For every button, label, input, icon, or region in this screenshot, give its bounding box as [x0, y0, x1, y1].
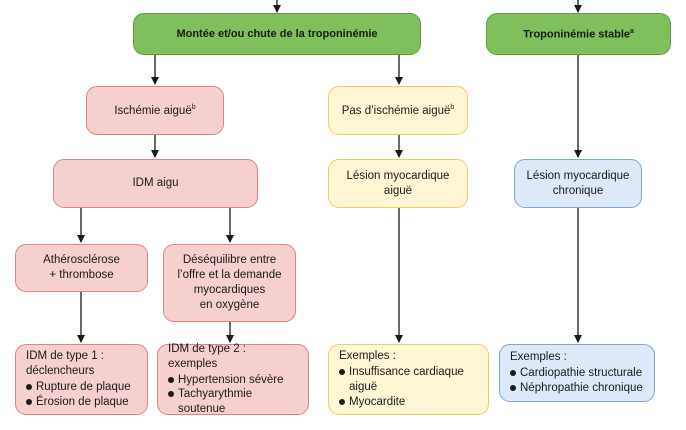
list-item: Rupture de plaque: [26, 380, 131, 395]
box-acute-mi: IDM aigu: [53, 159, 258, 208]
chronic-examples-list: Cardiopathie structurale Néphropathie ch…: [510, 366, 643, 396]
type2-heading-line1: IDM de type 2 : exemples: [168, 342, 246, 370]
box-no-acute-ischemia: Pas d’ischémie aiguëb: [328, 86, 468, 135]
label-idm-acute: IDM aigu: [132, 177, 179, 190]
type2-list: Hypertension sévère Tachyarythmie souten…: [168, 373, 298, 418]
list-item: Érosion de plaque: [26, 395, 131, 410]
list-item: Myocardite: [339, 395, 478, 410]
label-ischemia: Ischémie aiguëb: [114, 103, 195, 119]
type2-heading: IDM de type 2 : exemples: [168, 342, 298, 372]
label-athero-line2: + thrombose: [49, 269, 114, 281]
list-item: Tachyarythmie soutenue: [168, 387, 298, 417]
acute-examples-list: Insuffisance cardiaque aiguë Myocardite: [339, 365, 478, 410]
type1-list: Rupture de plaque Érosion de plaque: [26, 380, 131, 410]
label-rise-fall: Montée et/ou chute de la troponinémie: [176, 27, 378, 40]
label-chronic-injury-line2: chronique: [552, 184, 604, 197]
box-type1-mi-triggers: IDM de type 1 : déclencheurs Rupture de p…: [15, 344, 148, 415]
label-stable-text: Troponinémie stable: [523, 28, 631, 41]
label-acute-injury: Lésion myocardique aiguë: [347, 169, 450, 199]
footnote-b-2: b: [450, 103, 455, 111]
label-chronic-injury: Lésion myocardique chronique: [527, 169, 630, 199]
label-acute-injury-line2: aiguë: [383, 184, 413, 197]
label-acute-injury-line1: Lésion myocardique: [346, 169, 450, 182]
footnote-b: b: [191, 103, 196, 111]
label-imbalance-line2: l’offre et la demande: [177, 269, 282, 282]
box-stable-troponin: Troponinémie stablea: [486, 13, 671, 55]
footnote-a: a: [630, 27, 634, 35]
label-chronic-injury-line1: Lésion myocardique: [526, 169, 630, 182]
list-item: Néphropathie chronique: [510, 381, 643, 396]
box-acute-myocardial-injury: Lésion myocardique aiguë: [328, 159, 468, 208]
label-stable: Troponinémie stablea: [523, 27, 634, 42]
list-item: Cardiopathie structurale: [510, 366, 643, 381]
box-oxygen-imbalance: Déséquilibre entre l’offre et la demande m…: [163, 244, 296, 322]
label-ischemia-text: Ischémie aiguë: [114, 104, 192, 117]
chronic-examples-heading: Exemples :: [510, 350, 567, 365]
type1-heading: IDM de type 1 : déclencheurs: [26, 349, 104, 379]
type1-heading-line1: IDM de type 1 :: [26, 350, 104, 363]
label-athero-line1: Athérosclérose: [43, 254, 120, 267]
label-athero: Athérosclérose + thrombose: [43, 253, 120, 283]
list-item: Insuffisance cardiaque aiguë: [339, 365, 478, 395]
chronic-examples-heading-line1: Exemples :: [510, 351, 567, 364]
label-no-ischemia: Pas d’ischémie aiguëb: [342, 103, 455, 119]
label-imbalance-line1: Déséquilibre entre: [182, 254, 277, 267]
label-imbalance-line4: en oxygène: [199, 298, 260, 311]
acute-examples-heading-line1: Exemples :: [339, 350, 396, 363]
box-atherosclerosis: Athérosclérose + thrombose: [15, 244, 148, 292]
label-no-ischemia-text: Pas d’ischémie aiguë: [341, 104, 451, 117]
list-item: Hypertension sévère: [168, 373, 298, 388]
label-imbalance: Déséquilibre entre l’offre et la demande m…: [178, 253, 282, 313]
box-type2-mi-examples: IDM de type 2 : exemples Hypertension sé…: [157, 342, 309, 418]
box-acute-ischemia: Ischémie aiguëb: [86, 86, 224, 135]
acute-examples-heading: Exemples :: [339, 349, 396, 364]
box-chronic-myocardial-injury: Lésion myocardique chronique: [514, 159, 642, 208]
box-chronic-injury-examples: Exemples : Cardiopathie structurale Néph…: [499, 344, 655, 402]
box-rise-fall-troponin: Montée et/ou chute de la troponinémie: [133, 13, 421, 55]
type1-heading-line2: déclencheurs: [26, 365, 95, 378]
label-imbalance-line3: myocardiques: [193, 284, 266, 296]
box-acute-injury-examples: Exemples : Insuffisance cardiaque aiguë …: [328, 344, 489, 415]
